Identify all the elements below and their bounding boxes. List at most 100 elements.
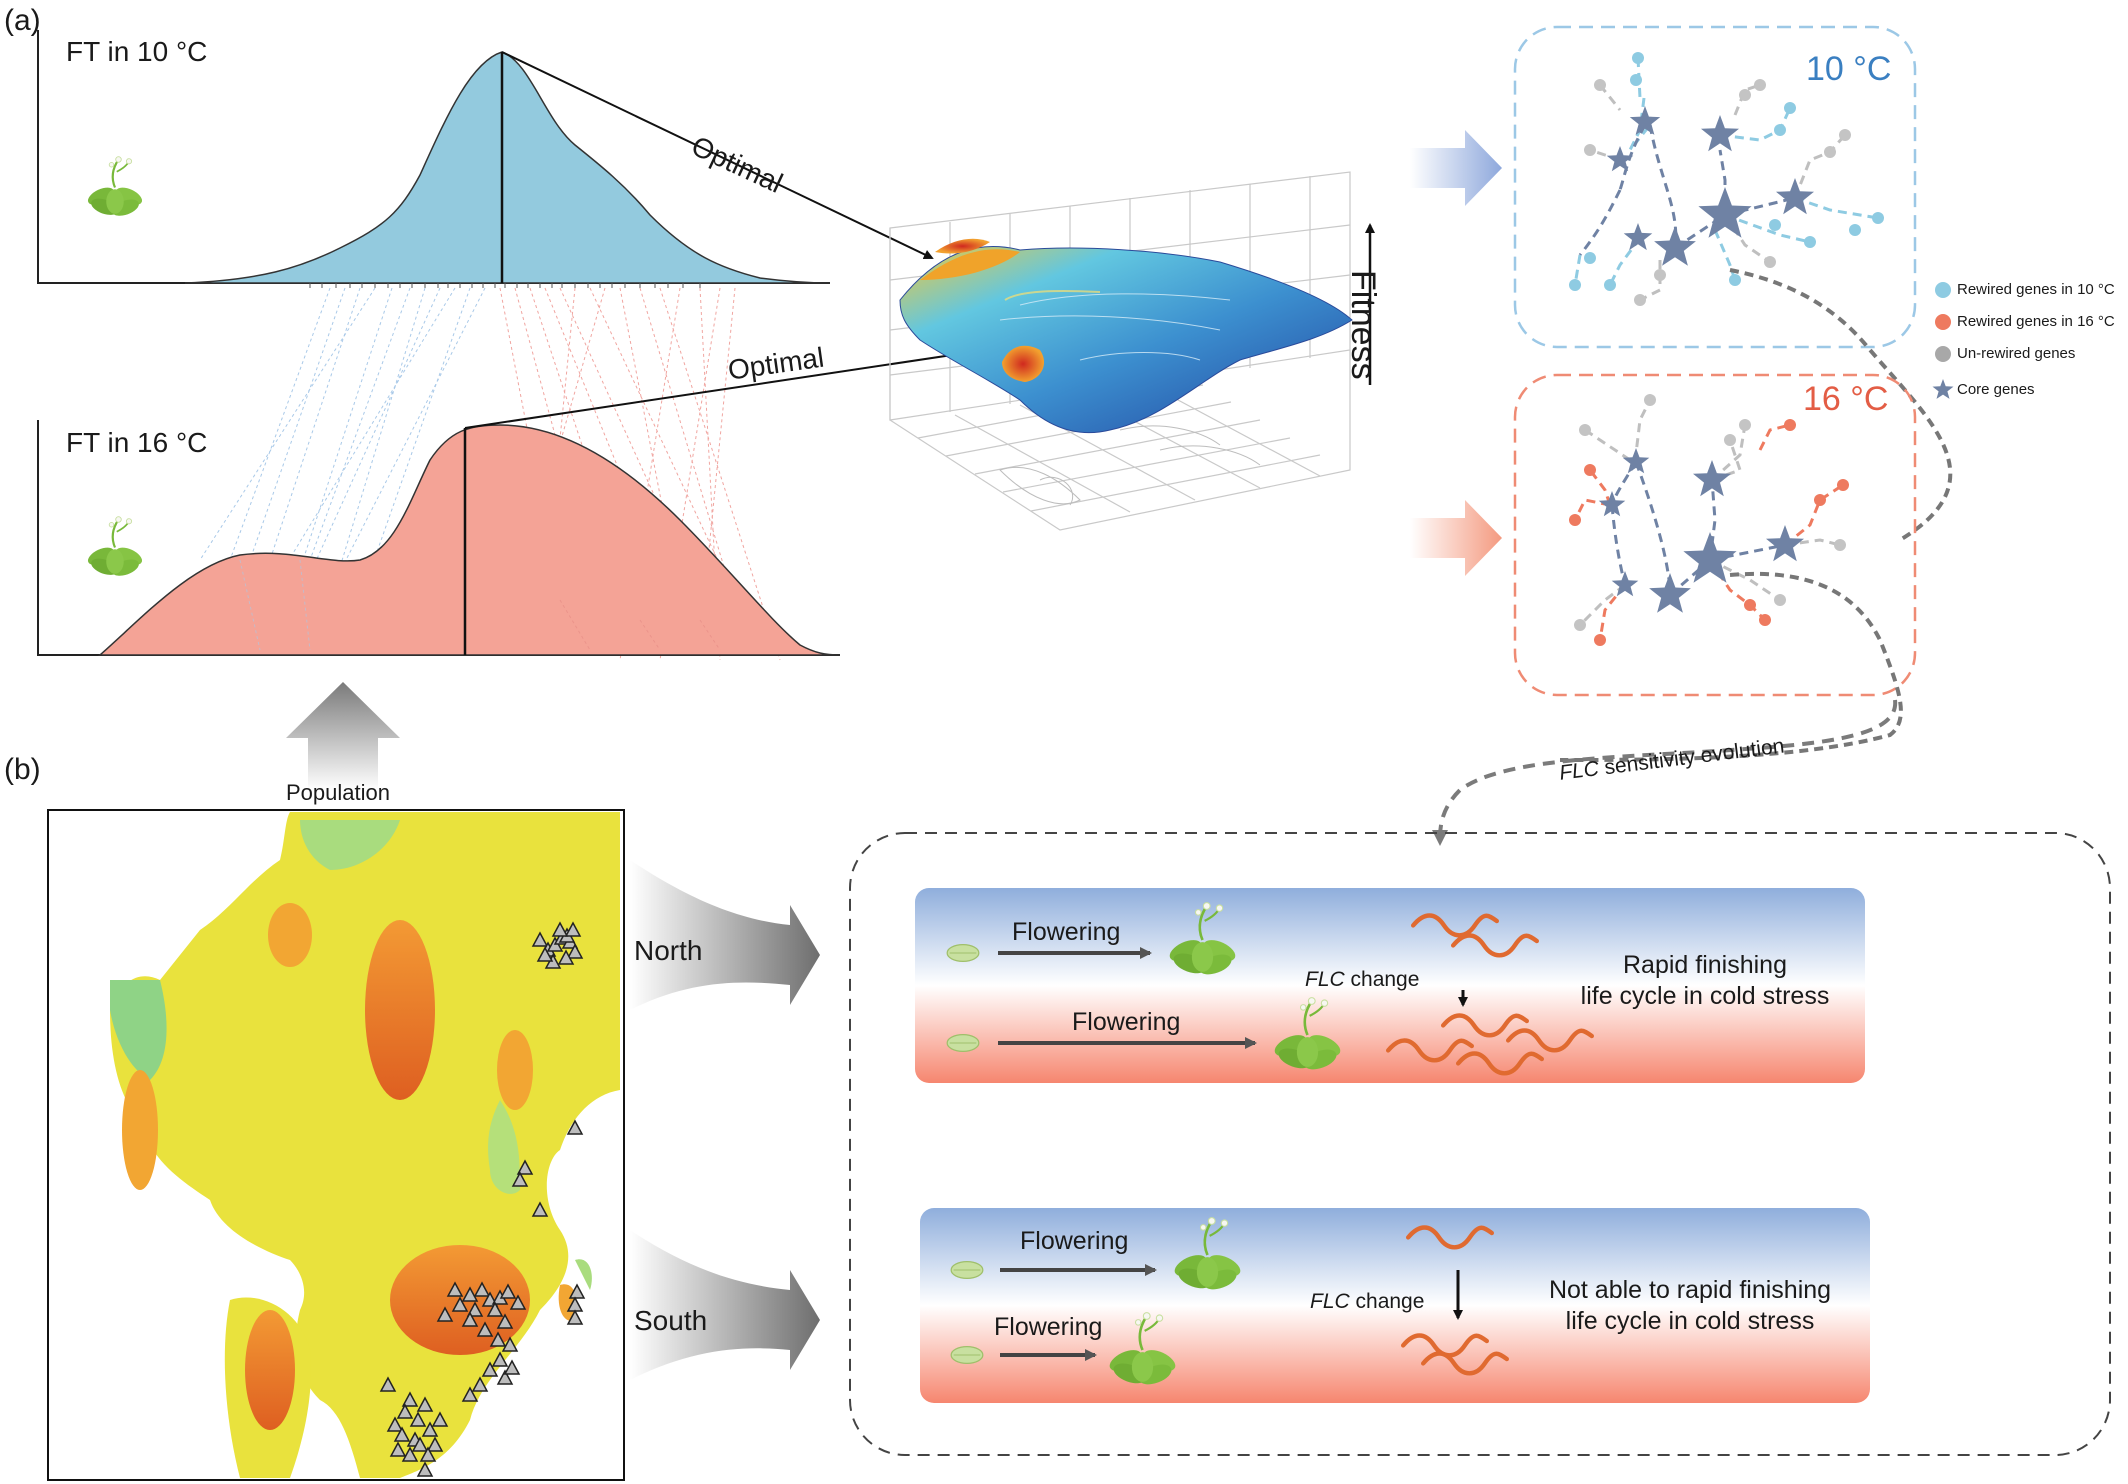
core-gene-star-icon: [1649, 573, 1691, 613]
map-site-triangle-icon: [473, 1281, 491, 1297]
map-site-triangle-icon: [557, 949, 575, 965]
connecting-lines-over: [239, 559, 721, 651]
map-site-triangle-icon: [396, 1403, 414, 1419]
north-flc-change: FLC change: [1305, 968, 1420, 991]
map-site-triangle-icon: [566, 1119, 584, 1135]
map-site-triangle-icon: [471, 1376, 489, 1392]
map-site-triangle-icon: [568, 1283, 586, 1299]
network-10c-core-stars: [1606, 106, 1814, 266]
population-label: Population: [286, 780, 390, 805]
map-site-triangle-icon: [426, 1436, 444, 1452]
legend-label-core: Core genes: [1957, 381, 2035, 398]
density-16c: [98, 424, 841, 656]
legend-icon-unrewired: [1935, 346, 1951, 362]
core-gene-star-icon: [1606, 146, 1634, 172]
arrow-to-16c-network: [1410, 500, 1502, 576]
map-site-triangle-icon: [496, 1369, 514, 1385]
flc-evolution-arrow: [1432, 699, 1898, 846]
map-site-triangle-icon: [431, 1411, 449, 1427]
south-flowering-top: Flowering: [1020, 1227, 1129, 1255]
distribution-10c-plot: [37, 30, 831, 288]
core-gene-star-icon: [1654, 226, 1696, 266]
map-site-triangle-icon: [489, 1331, 507, 1347]
map-site-triangle-icon: [386, 1416, 404, 1432]
landscape-peak-bottom: [1002, 345, 1045, 382]
optimal-arrow-bottom: [464, 342, 1014, 429]
map-hotspot-2: [268, 903, 312, 967]
map-site-triangle-icon: [511, 1171, 529, 1187]
map-site-triangle-icon: [379, 1376, 397, 1392]
map-site-triangle-icon: [536, 946, 554, 962]
optimal-arrow-top: [501, 51, 934, 260]
map-site-triangle-icon: [419, 1446, 437, 1462]
map-site-triangle-icon: [496, 1313, 514, 1329]
legend-icon-16c: [1935, 314, 1951, 330]
panel-label-b: (b): [4, 753, 41, 786]
seed-icon-south-bottom: [950, 1346, 984, 1364]
network-box-16c: [1513, 373, 1917, 697]
map-site-triangle-icon: [446, 1281, 464, 1297]
map-site-triangle-icon: [551, 921, 569, 937]
north-label: North: [634, 935, 703, 966]
map-site-triangle-icon: [401, 1391, 419, 1407]
map-hotspot-5: [497, 1030, 533, 1110]
population-map: [47, 809, 625, 1481]
ft-label-10c: FT in 10 °C: [66, 36, 208, 67]
plant-icon-16c: [84, 515, 146, 581]
north-flowering-bottom: Flowering: [1072, 1008, 1181, 1036]
rug-10c: [309, 283, 701, 288]
map-site-triangle-icon: [564, 921, 582, 937]
core-gene-star-icon: [1776, 178, 1814, 215]
seed-icon-north-top: [946, 944, 980, 962]
fitness-label: Fitness: [1344, 270, 1382, 380]
network-box-10c: [1513, 25, 1917, 349]
flowering-box: [849, 832, 2111, 1456]
core-gene-star-icon: [1598, 491, 1626, 517]
network-16c-nodes: [1569, 394, 1849, 646]
map-site-triangle-icon: [491, 1351, 509, 1367]
map-site-triangle-icon: [401, 1446, 419, 1462]
core-gene-star-icon: [1622, 448, 1650, 474]
population-arrow: [286, 682, 400, 790]
map-site-triangle-icon: [503, 1359, 521, 1375]
core-gene-star-icon: [1683, 532, 1737, 583]
map-hotspot-6: [245, 1310, 295, 1430]
map-site-triangle-icon: [461, 1286, 479, 1302]
distribution-16c-plot: [37, 420, 841, 656]
core-gene-star-icon: [1623, 223, 1653, 251]
map-site-triangle-icon: [416, 1461, 434, 1477]
ft-label-16c: FT in 16 °C: [66, 427, 208, 458]
core-gene-star-icon: [1693, 460, 1731, 497]
north-gradient-bar: [915, 888, 1865, 1083]
map-site-triangle-icon: [393, 1426, 411, 1442]
core-gene-star-icon: [1701, 115, 1739, 152]
map-site-triangle-icon: [476, 1321, 494, 1337]
legend-label-unrewired: Un-rewired genes: [1957, 345, 2076, 362]
map-site-triangle-icon: [466, 1301, 484, 1317]
map-site-triangle-icon: [411, 1436, 429, 1452]
core-gene-star-icon: [1611, 571, 1639, 597]
south-arrow: [630, 1230, 820, 1380]
map-site-triangle-icon: [409, 1411, 427, 1427]
legend-icon-10c: [1935, 282, 1951, 298]
map-hotspot-3: [122, 1070, 158, 1190]
legend-label-16c: Rewired genes in 16 °C: [1957, 313, 2115, 330]
south-label: South: [634, 1305, 708, 1336]
map-site-triangle-icon: [509, 1294, 527, 1310]
legend-label-10c: Rewired genes in 10 °C: [1957, 281, 2115, 298]
map-site-triangle-icon: [531, 931, 549, 947]
density-10c: [184, 51, 831, 284]
map-site-triangle-icon: [451, 1296, 469, 1312]
map-sites: [379, 921, 586, 1477]
core-gene-star-icon: [1766, 525, 1804, 562]
south-flowering-bottom: Flowering: [994, 1313, 1103, 1341]
seed-icon-south-top: [950, 1261, 984, 1279]
network-16c: [1559, 399, 1903, 762]
core-gene-star-icon: [1629, 106, 1661, 135]
network-title-10c: 10 °C: [1806, 50, 1892, 88]
landscape-peak-top: [935, 238, 990, 254]
arrow-to-10c-network: [1410, 130, 1502, 206]
map-site-triangle-icon: [461, 1386, 479, 1402]
